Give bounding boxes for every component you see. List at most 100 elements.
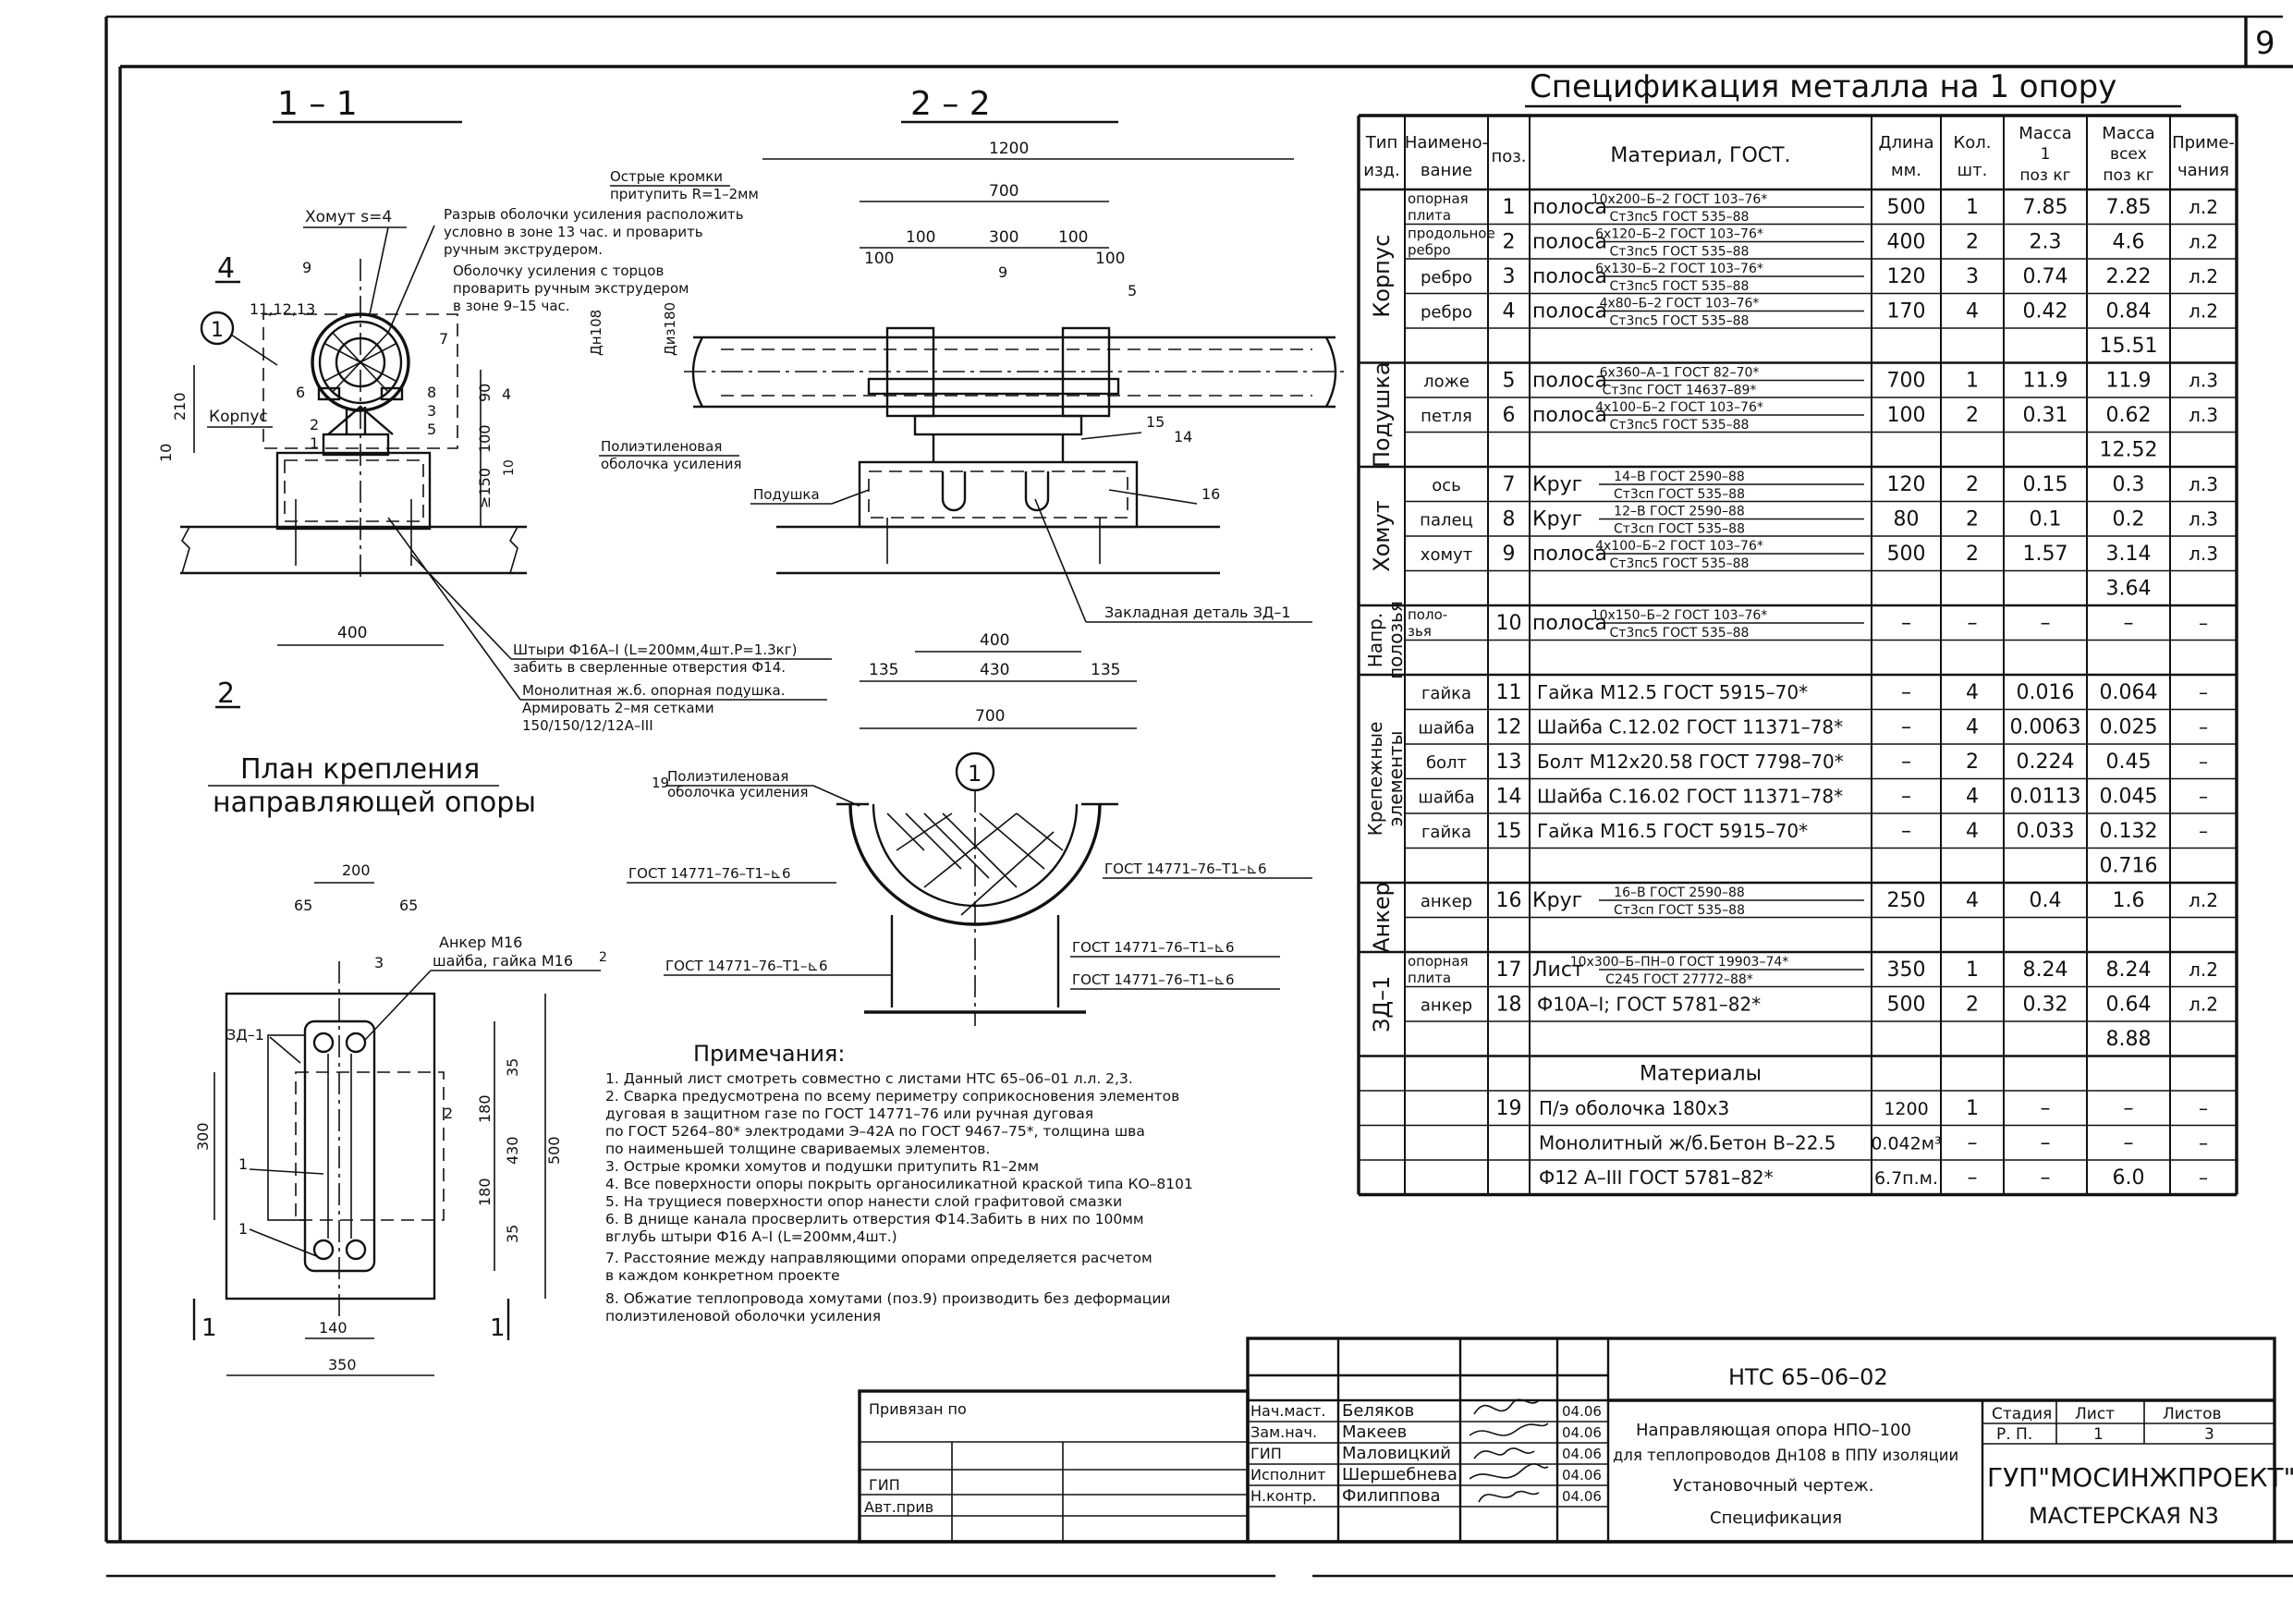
spec-note-4-3: – bbox=[2199, 785, 2208, 807]
spec-mmat-2: Ф12 А–III ГОСТ 5781–82* bbox=[1539, 1166, 1774, 1189]
callout-1-circle bbox=[200, 311, 235, 346]
avt-label: Авт.прив bbox=[864, 1498, 933, 1516]
spec-name-2-1: палец bbox=[1420, 510, 1473, 530]
spec-qty-2-0: 2 bbox=[1966, 473, 1979, 496]
date-2: 04.06 bbox=[1562, 1446, 1602, 1462]
spec-m1-4-2: 0.224 bbox=[2017, 751, 2075, 774]
spec-note-5-0: л.2 bbox=[2189, 889, 2218, 911]
date-1: 04.06 bbox=[1562, 1424, 1602, 1441]
spec-m1-0-0: 7.85 bbox=[2023, 196, 2068, 219]
notes-title: Примечания: bbox=[693, 1041, 845, 1067]
detail-poly-leader bbox=[812, 785, 860, 807]
spec-pos-4-3: 14 bbox=[1496, 785, 1522, 808]
name-4: Филиппова bbox=[1342, 1486, 1441, 1506]
dim-35: 35 bbox=[504, 1058, 521, 1077]
spec-mall-3-0: – bbox=[2124, 612, 2134, 635]
role-1: Зам.нач. bbox=[1250, 1423, 1317, 1441]
spec-name-0-0-a: опорная bbox=[1408, 190, 1469, 207]
shtyri-1: Штыри Ф16А–I (L=200мм,4шт.Р=1.3кг) bbox=[513, 641, 797, 658]
spec-frac-bot-6-0: С245 ГОСТ 27772–88* bbox=[1605, 972, 1753, 987]
date-4: 04.06 bbox=[1562, 1488, 1602, 1505]
spec-note-0-1: л.2 bbox=[2189, 230, 2218, 252]
section-arrow-2-top: 4 bbox=[217, 252, 235, 285]
spec-m1-5-0: 0.4 bbox=[2030, 889, 2062, 912]
name-3: Шершебнева bbox=[1342, 1465, 1458, 1484]
spec-pos-6-0: 17 bbox=[1496, 959, 1522, 982]
detail-19: 19 bbox=[652, 775, 669, 791]
dim-200: 200 bbox=[342, 861, 371, 879]
spec-mqty-1: – bbox=[1968, 1131, 1978, 1154]
note-0: 1. Данный лист смотреть совместно с лист… bbox=[605, 1070, 1133, 1087]
spec-header-4-b: мм. bbox=[1891, 161, 1921, 180]
spec-group-1: Подушка bbox=[1369, 361, 1395, 468]
spec-frac-top-2-1: 12–В ГОСТ 2590–88 bbox=[1614, 505, 1745, 519]
spec-mall-4-4: 0.132 bbox=[2100, 820, 2158, 843]
note-2: дуговая в защитном газе по ГОСТ 14771–76… bbox=[605, 1105, 1093, 1122]
label-6: 6 bbox=[296, 384, 305, 401]
stamp-title-1: для теплопроводов Дн108 в ППУ изоляции bbox=[1613, 1447, 1958, 1464]
spec-note-6-1: л.2 bbox=[2189, 993, 2218, 1015]
spec-m1-2-2: 1.57 bbox=[2023, 543, 2068, 566]
spec-pos-1-1: 6 bbox=[1503, 404, 1516, 427]
spec-name-6-0-b: плита bbox=[1408, 970, 1451, 986]
dim-400: 400 bbox=[337, 624, 367, 642]
podushka-label: Подушка bbox=[753, 486, 820, 503]
spec-m1-6-1: 0.32 bbox=[2023, 993, 2068, 1016]
spec-name-0-1-a: продольное bbox=[1408, 226, 1495, 242]
spec-mall-4-3: 0.045 bbox=[2100, 785, 2158, 808]
weld-1: ГОСТ 14771–76–Т1–⊾6 bbox=[628, 865, 790, 882]
spec-total-6: 8.88 bbox=[2106, 1028, 2152, 1051]
stamp-title-3: Спецификация bbox=[1710, 1508, 1842, 1528]
support-plate bbox=[913, 414, 1083, 436]
insulation-outer bbox=[318, 320, 403, 405]
section-2-2: 2 – 2 1200 700 100 300 100 100 100 bbox=[588, 85, 1349, 729]
leader-1b bbox=[249, 1228, 320, 1258]
spec-len-4-0: – bbox=[1901, 681, 1911, 704]
support-base bbox=[322, 433, 390, 457]
spec-mat-4-3: Шайба С.16.02 ГОСТ 11371–78* bbox=[1537, 785, 1843, 807]
dim-65b: 65 bbox=[399, 897, 418, 914]
spec-note-1-0: л.3 bbox=[2189, 369, 2218, 391]
razryv-1: Разрыв оболочки усиления расположить bbox=[444, 206, 744, 223]
sheet-label: Лист bbox=[2075, 1405, 2115, 1423]
spec-frac-top-2-0: 14–В ГОСТ 2590–88 bbox=[1614, 470, 1745, 484]
spec-note-4-4: – bbox=[2199, 820, 2208, 842]
monolit-2: Армировать 2–мя сетками bbox=[522, 700, 714, 716]
note-11: в каждом конкретном проекте bbox=[605, 1267, 840, 1284]
spec-frac-bot-0-3: Ст3пс5 ГОСТ 535–88 bbox=[1610, 314, 1750, 329]
spec-mall-2-2: 3.14 bbox=[2106, 543, 2152, 566]
weld-4: ГОСТ 14771–76–Т1–⊾6 bbox=[1072, 939, 1234, 956]
spec-m1-0-2: 0.74 bbox=[2023, 265, 2068, 288]
spec-mall-1-0: 11.9 bbox=[2106, 369, 2152, 392]
clamp-bar bbox=[867, 377, 1120, 396]
label-11-12-13: 11,12,13 bbox=[250, 300, 315, 318]
spec-mat-4-2: Болт М12х20.58 ГОСТ 7798–70* bbox=[1537, 751, 1844, 773]
dim-400b: 400 bbox=[980, 631, 1009, 650]
plan-title-1: План крепления bbox=[240, 753, 480, 786]
weld-3: ГОСТ 14771–76–Т1–⊾6 bbox=[665, 958, 827, 974]
rebar-mesh bbox=[284, 459, 424, 522]
spec-name-4-2: болт bbox=[1426, 753, 1467, 773]
plan-slab bbox=[225, 992, 436, 1300]
spec-note-0-3: л.2 bbox=[2189, 299, 2218, 322]
spec-name-1-0: ложе bbox=[1423, 372, 1470, 391]
poly-1: Полиэтиленовая bbox=[601, 438, 722, 455]
label-4: 4 bbox=[502, 385, 511, 403]
spec-header-0-a: Тип bbox=[1365, 133, 1397, 153]
spec-mat-0-0: полоса bbox=[1532, 196, 1607, 219]
spec-mall-4-0: 0.064 bbox=[2100, 681, 2158, 704]
label-9b: 9 bbox=[998, 263, 1007, 281]
spec-m1-4-1: 0.0063 bbox=[2010, 715, 2081, 739]
clamp-ear-left bbox=[317, 386, 341, 401]
dim-35b: 35 bbox=[504, 1225, 521, 1243]
dim-100: 100 bbox=[906, 228, 935, 247]
spec-len-2-1: 80 bbox=[1894, 507, 1920, 531]
dim-150: ≥150 bbox=[476, 468, 494, 508]
note-6: 4. Все поверхности опоры покрыть органос… bbox=[605, 1176, 1193, 1192]
dim-1200: 1200 bbox=[989, 140, 1029, 158]
privyazan-label: Привязан по bbox=[869, 1400, 967, 1418]
leader-4b bbox=[249, 1168, 324, 1175]
note-10: 7. Расстояние между направляющими опорам… bbox=[605, 1250, 1153, 1266]
dim-10: 10 bbox=[157, 444, 175, 462]
dim-700: 700 bbox=[989, 182, 1018, 201]
